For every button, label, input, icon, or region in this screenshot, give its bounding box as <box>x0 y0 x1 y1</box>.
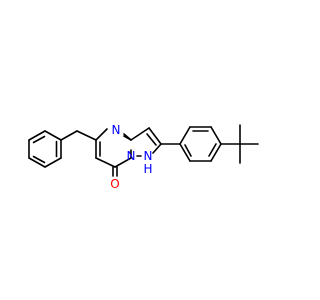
atom-label-nh-h: H <box>143 162 152 176</box>
atom-label-n-ring: N <box>112 123 121 137</box>
atom-label-oxygen: O <box>110 177 119 191</box>
tert-butyl-group <box>220 124 259 164</box>
structure-diagram: N N N H O <box>28 123 259 191</box>
carbonyl-bond <box>112 166 118 177</box>
methylene-linker <box>60 130 97 141</box>
molecule-canvas: N N N H O <box>28 123 259 191</box>
benzene-ring-right <box>179 126 222 162</box>
atom-label-n-bridge: N <box>127 149 136 163</box>
benzene-ring-left <box>28 130 62 168</box>
pyrazole-ring <box>123 127 162 157</box>
atom-label-nh-n: N <box>144 149 153 163</box>
